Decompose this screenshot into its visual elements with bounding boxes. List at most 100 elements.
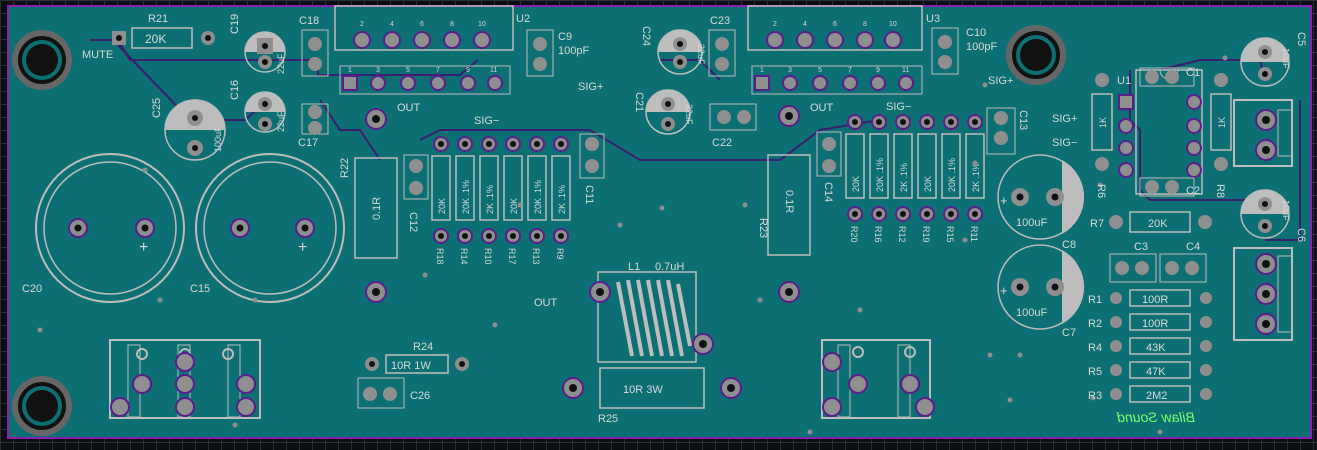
svg-text:4: 4 (390, 21, 394, 28)
svg-text:11: 11 (490, 67, 497, 74)
label-c15: C15 (190, 283, 210, 295)
label-c4: C4 (1186, 241, 1200, 253)
capacitor-c16 (244, 91, 286, 133)
value-r7: 20K (1148, 218, 1168, 230)
label-r6: R6 (1095, 184, 1107, 198)
label-c10: C10 (966, 27, 986, 39)
resistor-r17: 20K R17 (503, 136, 523, 265)
mounting-holes (12, 25, 1066, 436)
svg-text:10: 10 (478, 21, 486, 28)
label-r19: R19 (921, 226, 931, 243)
value-c10: 100pF (966, 41, 997, 53)
label-r4: R4 (1088, 342, 1102, 354)
svg-text:6: 6 (420, 21, 424, 28)
value-r17: 20K (509, 198, 519, 214)
label-l1: L1 (628, 261, 640, 273)
label-c25: C25 (151, 98, 163, 118)
label-r24: R24 (413, 341, 433, 353)
label-r3: R3 (1088, 390, 1102, 402)
svg-text:+: + (139, 239, 148, 256)
board-copper-fill (8, 6, 1311, 438)
label-r20: R20 (849, 226, 859, 243)
label-c18: C18 (299, 15, 319, 27)
inductor-l1 (589, 271, 714, 363)
value-r13: 20K .1% (533, 180, 543, 214)
svg-text:2: 2 (773, 21, 777, 28)
value-r9: 2K .1% (557, 185, 567, 214)
label-c3: C3 (1134, 241, 1148, 253)
ic-u1 (1118, 67, 1203, 197)
label-r1: R1 (1088, 294, 1102, 306)
resistor-r21 (112, 27, 215, 49)
capacitor-c21 (645, 89, 691, 135)
svg-text:7: 7 (436, 67, 440, 74)
value-r1: 100R (1142, 294, 1168, 306)
label-r17: R17 (507, 248, 517, 265)
label-c17: C17 (298, 137, 318, 149)
label-out-u2: OUT (397, 102, 421, 114)
svg-text:2: 2 (360, 21, 364, 28)
label-c11: C11 (583, 185, 595, 204)
label-c19: C19 (229, 14, 241, 34)
capacitor-c5 (1240, 37, 1290, 87)
value-r12: 2K .1% (899, 163, 909, 192)
svg-text:1: 1 (760, 67, 764, 74)
label-r23: R23 (757, 218, 769, 238)
resistor-r24 (365, 354, 469, 374)
resistor-r13: 20K .1%R13 (527, 136, 547, 265)
resistor-r15: 20K .1%R15 (941, 114, 961, 243)
value-c24: 22uF (696, 44, 706, 65)
value-c7: 100uF (1016, 307, 1047, 319)
capacitor-c20: + (35, 153, 185, 303)
ic-pin-numbers: 2 4 6 8 10 1 3 5 7 9 11 2 4 6 8 10 1 3 5… (348, 21, 909, 74)
capacitor-c8: + (997, 154, 1085, 240)
value-c19: 22uF (276, 53, 286, 74)
label-out-inductor: OUT (534, 297, 558, 309)
ic-u3-pins (754, 31, 914, 91)
label-u2: U2 (516, 13, 530, 25)
value-r10: 2K .1% (485, 185, 495, 214)
capacitor-c25 (164, 99, 226, 161)
value-r18: 20K (437, 198, 447, 214)
resistor-stack (1110, 289, 1212, 403)
label-r15: R15 (945, 226, 955, 243)
value-r23: 0.1R (783, 190, 795, 213)
ic-u2-pins (342, 31, 503, 91)
connector-right (821, 339, 935, 419)
svg-text:7: 7 (848, 67, 852, 74)
resistor-r10: 2K .1%R10 (479, 136, 499, 265)
value-r20: 20K (851, 176, 861, 192)
svg-text:3: 3 (376, 67, 380, 74)
board-outline (7, 5, 1312, 439)
vias (37, 55, 1228, 435)
label-out-u3: OUT (810, 102, 834, 114)
label-r25: R25 (598, 413, 618, 425)
label-mute: MUTE (82, 49, 113, 61)
label-c22: C22 (712, 137, 732, 149)
resistor-r9: 2K .1% R9 (551, 136, 571, 260)
signature-text: Bilaw Sound (1116, 409, 1195, 425)
label-c2: C2 (1186, 185, 1200, 197)
label-r22: R22 (339, 158, 351, 178)
capacitor-c19 (244, 31, 286, 73)
label-sig-plus-u2: SIG+ (578, 81, 603, 93)
value-c9: 100pF (558, 45, 589, 57)
value-r3: 2M2 (1146, 390, 1167, 402)
label-r9: R9 (555, 248, 565, 260)
value-c16: 22uF (276, 111, 286, 132)
value-c8: 100uF (1016, 217, 1047, 229)
label-sig-minus-u3: SIG− (886, 101, 911, 113)
resistor-r12: 2K .1%R12 (893, 114, 913, 243)
label-r5: R5 (1088, 366, 1102, 378)
terminal-right-upper (1233, 99, 1293, 167)
value-c5: 10uF (1281, 48, 1291, 69)
label-r11: R11 (969, 226, 979, 242)
label-c8: C8 (1062, 239, 1076, 251)
label-sig-plus-right: SIG+ (988, 75, 1013, 87)
svg-text:+: + (298, 239, 307, 256)
